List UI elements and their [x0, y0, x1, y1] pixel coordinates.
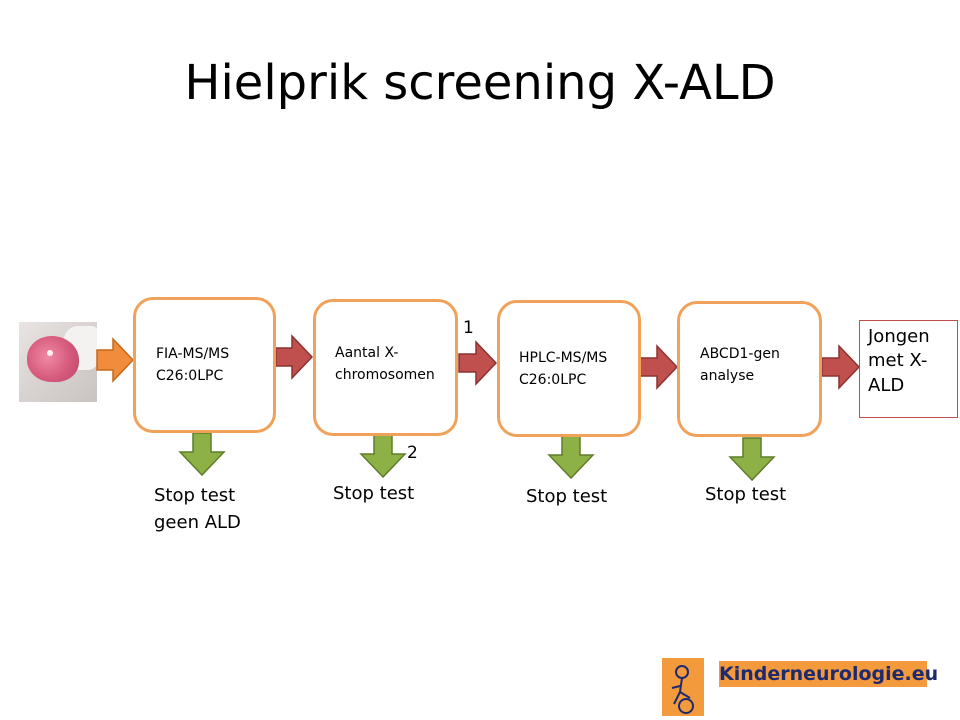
arrow-down-green-3: [547, 434, 595, 480]
step-box-x-chromosomes: Aantal X- chromosomen: [313, 299, 458, 436]
step-box-hplc: HPLC-MS/MS C26:0LPC: [497, 300, 641, 437]
step-label: HPLC-MS/MS C26:0LPC: [519, 350, 608, 388]
heel-prick-photo: [19, 322, 97, 402]
slide-title: Hielprik screening X-ALD: [184, 55, 776, 111]
result-box: Jongen met X- ALD: [859, 320, 958, 418]
arrow-right-red-3: [639, 344, 679, 390]
step-label: ABCD1-gen analyse: [700, 346, 780, 384]
arrow-right-orange: [96, 337, 135, 383]
arrow-down-green-1: [178, 432, 226, 477]
site-logo-text[interactable]: Kinderneurologie.eu: [719, 661, 939, 687]
arrow-right-red-2: [458, 340, 498, 386]
stop-test-label-1: Stop test geen ALD: [154, 485, 241, 533]
step-box-fia: FIA-MS/MS C26:0LPC: [133, 297, 276, 433]
step-label: Aantal X- chromosomen: [335, 345, 435, 383]
arrow-down-green-2: [359, 434, 407, 479]
step-box-abcd1: ABCD1-gen analyse: [677, 301, 822, 437]
stop-test-label-2: Stop test: [333, 483, 415, 504]
arrow-down-green-4: [728, 437, 776, 482]
arrow-right-red-1: [275, 334, 314, 380]
logo-icon: [662, 658, 704, 716]
marker-2: 2: [407, 443, 418, 463]
step-label: FIA-MS/MS C26:0LPC: [156, 346, 230, 384]
stop-test-label-4: Stop test: [705, 484, 787, 505]
marker-1: 1: [463, 318, 474, 338]
stop-test-label-3: Stop test: [526, 486, 608, 507]
arrow-right-red-4: [821, 344, 861, 390]
